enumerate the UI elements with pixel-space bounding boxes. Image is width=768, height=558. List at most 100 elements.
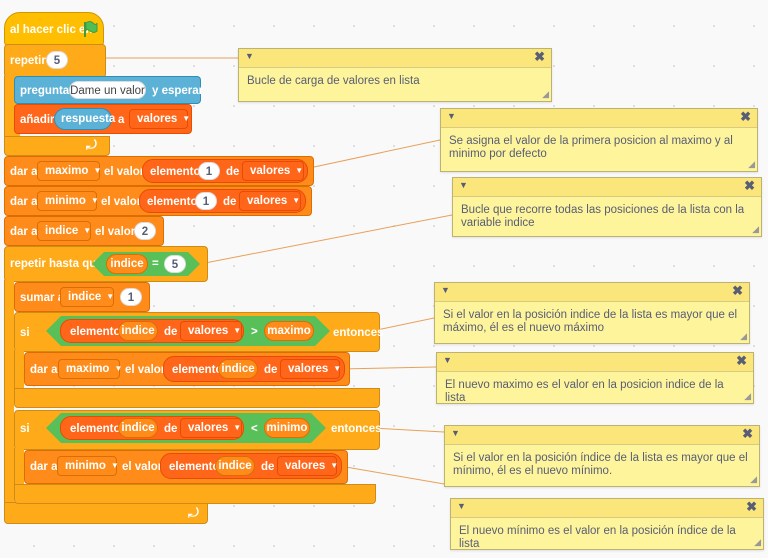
maximo-reporter[interactable]: maximo bbox=[264, 321, 314, 341]
resize-grip-icon[interactable]: ◢ bbox=[740, 331, 747, 341]
list-dropdown[interactable]: valores ▼ bbox=[280, 359, 342, 379]
comment-note[interactable]: ▼✖ Si el valor en la posición índice de … bbox=[444, 425, 760, 487]
resize-grip-icon[interactable]: ◢ bbox=[752, 224, 759, 234]
comment-note[interactable]: ▼✖ Bucle de carga de valores en lista ◢ bbox=[238, 48, 552, 102]
chevron-down-icon: ▼ bbox=[333, 364, 342, 373]
collapse-arrow-icon[interactable]: ▼ bbox=[441, 285, 450, 295]
variable-dropdown-value: maximo bbox=[45, 165, 89, 177]
of-label: de bbox=[261, 461, 275, 473]
close-icon[interactable]: ✖ bbox=[736, 353, 747, 368]
item-label: elemento bbox=[150, 166, 201, 178]
equals-sign: = bbox=[152, 258, 159, 270]
comment-header[interactable]: ▼✖ bbox=[239, 49, 551, 68]
comment-note[interactable]: ▼✖ Bucle que recorre todas las posicione… bbox=[452, 177, 762, 237]
list-dropdown-value: valores bbox=[188, 422, 229, 434]
of-label: de bbox=[223, 196, 237, 208]
chevron-down-icon: ▼ bbox=[233, 326, 242, 335]
comment-header[interactable]: ▼✖ bbox=[441, 109, 757, 128]
comment-text[interactable]: Bucle que recorre todas las posiciones d… bbox=[461, 204, 745, 229]
close-icon[interactable]: ✖ bbox=[534, 49, 545, 64]
close-icon[interactable]: ✖ bbox=[746, 499, 757, 514]
comment-text[interactable]: El nuevo mínimo es el valor en la posici… bbox=[459, 525, 736, 550]
list-dropdown[interactable]: valores ▼ bbox=[277, 456, 339, 476]
comment-text[interactable]: Si el valor en la posición índice de la … bbox=[453, 452, 748, 477]
close-icon[interactable]: ✖ bbox=[742, 426, 753, 441]
answer-reporter[interactable] bbox=[54, 108, 112, 130]
chevron-down-icon: ▼ bbox=[182, 114, 191, 123]
list-dropdown[interactable]: valores▼ bbox=[239, 191, 301, 211]
ask-and-wait-block[interactable] bbox=[14, 76, 201, 104]
list-dropdown-value: valores bbox=[247, 195, 288, 207]
greater-sign: > bbox=[251, 326, 258, 338]
resize-grip-icon[interactable]: ◢ bbox=[748, 159, 755, 169]
collapse-arrow-icon[interactable]: ▼ bbox=[451, 428, 460, 438]
set-label: dar a bbox=[30, 461, 58, 473]
list-dropdown-value: valores bbox=[285, 460, 326, 472]
list-dropdown[interactable]: valores▼ bbox=[129, 109, 191, 129]
set-value-input[interactable]: 2 bbox=[134, 222, 156, 240]
close-icon[interactable]: ✖ bbox=[744, 178, 755, 193]
variable-dropdown-indice[interactable]: indice▼ bbox=[37, 221, 91, 241]
comment-text[interactable]: Si el valor en la posición indice de la … bbox=[443, 309, 738, 334]
until-value-input[interactable]: 5 bbox=[164, 255, 186, 273]
comment-text[interactable]: Bucle de carga de valores en lista bbox=[247, 75, 420, 87]
comment-text[interactable]: Se asigna el valor de la primera posicio… bbox=[449, 135, 733, 160]
comment-note[interactable]: ▼✖ Se asigna el valor de la primera posi… bbox=[440, 108, 758, 172]
minimo-reporter[interactable]: minimo bbox=[264, 418, 310, 438]
comment-text[interactable]: El nuevo maximo es el valor en la posici… bbox=[445, 379, 724, 404]
comment-note[interactable]: ▼✖ El nuevo maximo es el valor en la pos… bbox=[436, 352, 754, 404]
indice-reporter[interactable]: indice bbox=[106, 254, 148, 274]
repeat-until-arm bbox=[4, 280, 14, 502]
comment-header[interactable]: ▼✖ bbox=[435, 283, 749, 302]
close-icon[interactable]: ✖ bbox=[732, 283, 743, 298]
item-index-input[interactable]: 1 bbox=[198, 162, 220, 180]
indice-reporter[interactable]: indice bbox=[215, 456, 255, 476]
chevron-down-icon: ▼ bbox=[90, 196, 99, 205]
list-dropdown-value: valores bbox=[288, 363, 329, 375]
comment-header[interactable]: ▼✖ bbox=[437, 353, 753, 372]
variable-dropdown-maximo[interactable]: maximo▼ bbox=[58, 359, 122, 379]
item-index-input[interactable]: 1 bbox=[195, 192, 217, 210]
if-block-arm bbox=[14, 350, 24, 390]
resize-grip-icon[interactable]: ◢ bbox=[542, 89, 549, 99]
comment-note[interactable]: ▼✖ Si el valor en la posición indice de … bbox=[434, 282, 750, 344]
list-dropdown[interactable]: valores▼ bbox=[180, 321, 242, 341]
change-value-input[interactable]: 1 bbox=[120, 288, 142, 306]
chevron-down-icon: ▼ bbox=[233, 423, 242, 432]
of-label: de bbox=[164, 423, 178, 435]
repeat-count-input[interactable]: 5 bbox=[46, 51, 68, 69]
variable-dropdown-minimo[interactable]: minimo▼ bbox=[57, 456, 119, 476]
comment-note[interactable]: ▼✖ El nuevo mínimo es el valor en la pos… bbox=[450, 498, 764, 550]
resize-grip-icon[interactable]: ◢ bbox=[744, 391, 751, 401]
variable-dropdown-maximo[interactable]: maximo▼ bbox=[37, 161, 101, 181]
variable-dropdown-indice[interactable]: indice▼ bbox=[60, 287, 114, 307]
collapse-arrow-icon[interactable]: ▼ bbox=[459, 180, 468, 190]
comment-header[interactable]: ▼✖ bbox=[453, 178, 761, 197]
indice-reporter[interactable]: indice bbox=[218, 359, 258, 379]
if-block-arm bbox=[14, 448, 24, 488]
less-sign: < bbox=[251, 423, 258, 435]
of-label: de bbox=[264, 364, 278, 376]
collapse-arrow-icon[interactable]: ▼ bbox=[245, 51, 254, 61]
chevron-down-icon: ▼ bbox=[330, 461, 339, 470]
collapse-arrow-icon[interactable]: ▼ bbox=[443, 355, 452, 365]
resize-grip-icon[interactable]: ◢ bbox=[750, 474, 757, 484]
resize-grip-icon[interactable]: ◢ bbox=[754, 537, 761, 547]
set-to-label: el valor bbox=[122, 461, 163, 473]
comment-header[interactable]: ▼✖ bbox=[445, 426, 759, 445]
list-dropdown[interactable]: valores▼ bbox=[242, 161, 304, 181]
list-dropdown[interactable]: valores ▼ bbox=[180, 418, 242, 438]
collapse-arrow-icon[interactable]: ▼ bbox=[447, 111, 456, 121]
close-icon[interactable]: ✖ bbox=[740, 109, 751, 124]
ask-question-input[interactable]: Dame un valor bbox=[69, 81, 146, 99]
chevron-down-icon: ▼ bbox=[83, 226, 92, 235]
comment-header[interactable]: ▼✖ bbox=[451, 499, 763, 518]
collapse-arrow-icon[interactable]: ▼ bbox=[457, 501, 466, 511]
repeat-block-footer bbox=[4, 136, 110, 156]
indice-reporter[interactable]: indice bbox=[118, 418, 158, 438]
variable-dropdown-minimo[interactable]: minimo▼ bbox=[37, 191, 99, 211]
list-dropdown-value: valores bbox=[250, 165, 291, 177]
chevron-down-icon: ▼ bbox=[110, 461, 119, 470]
repeat-until-footer bbox=[4, 502, 208, 524]
indice-reporter[interactable]: indice bbox=[118, 321, 158, 341]
